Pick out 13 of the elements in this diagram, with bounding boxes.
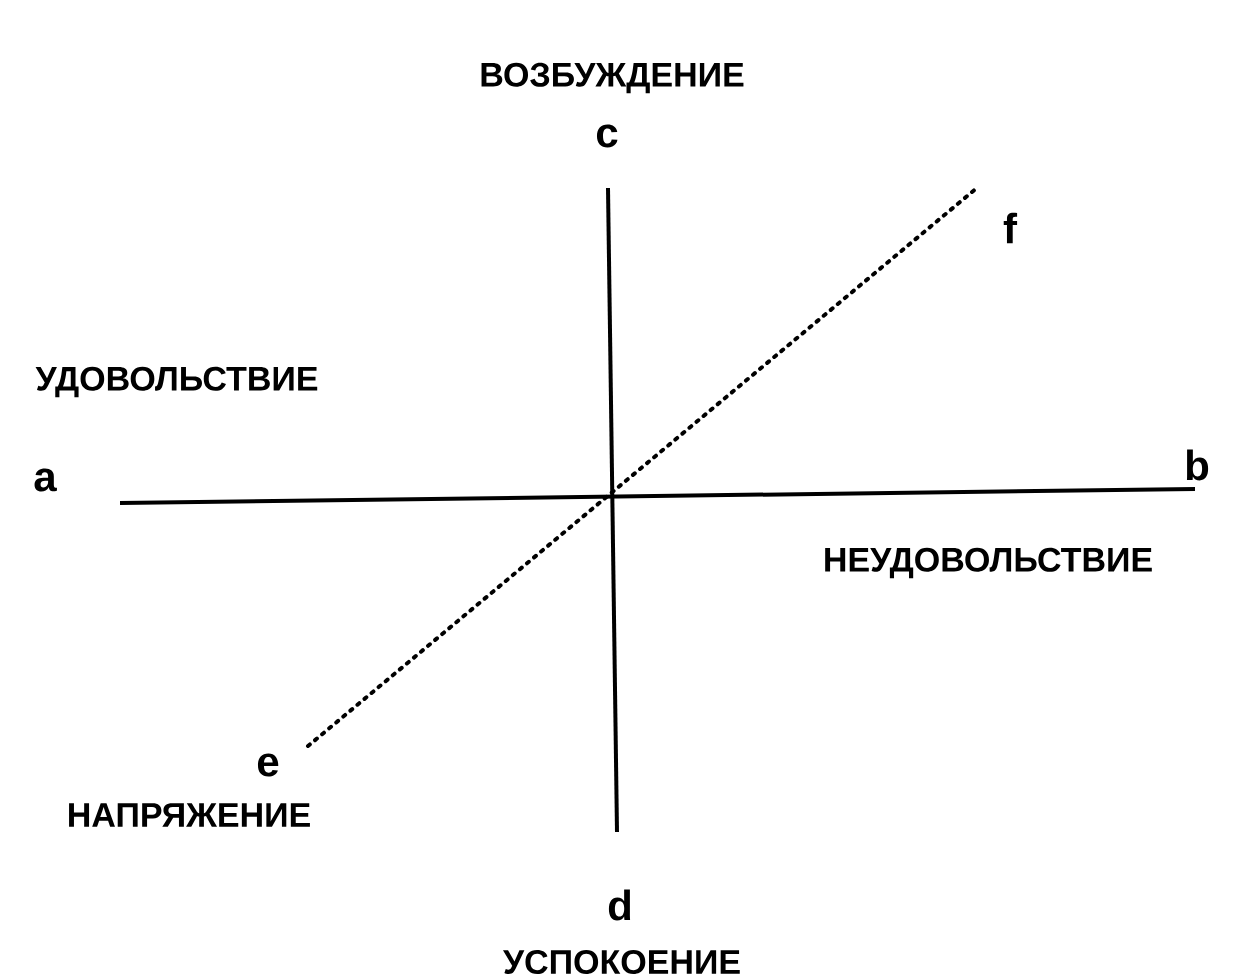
- axis-pole-label: НЕУДОВОЛЬСТВИЕ: [825, 547, 1152, 579]
- axis-line: [119, 487, 1196, 505]
- axis-pole-label: УСПОКОЕНИЕ: [502, 949, 740, 975]
- axis-end-letter: a: [34, 468, 57, 492]
- axis-end-letter: c: [596, 124, 618, 148]
- axis-end-letter: b: [1186, 449, 1209, 481]
- axis-line: [606, 187, 619, 833]
- axis-end-letter: f: [1003, 212, 1018, 244]
- axis-pole-label: НАПРЯЖЕНИЕ: [69, 803, 310, 827]
- axis-pole-label: ВОЗБУЖДЕНИЕ: [481, 62, 744, 94]
- axis-end-letter: d: [608, 889, 631, 921]
- axis-end-letter: e: [257, 753, 279, 777]
- axis-pole-label: УДОВОЛЬСТВИЕ: [35, 366, 318, 398]
